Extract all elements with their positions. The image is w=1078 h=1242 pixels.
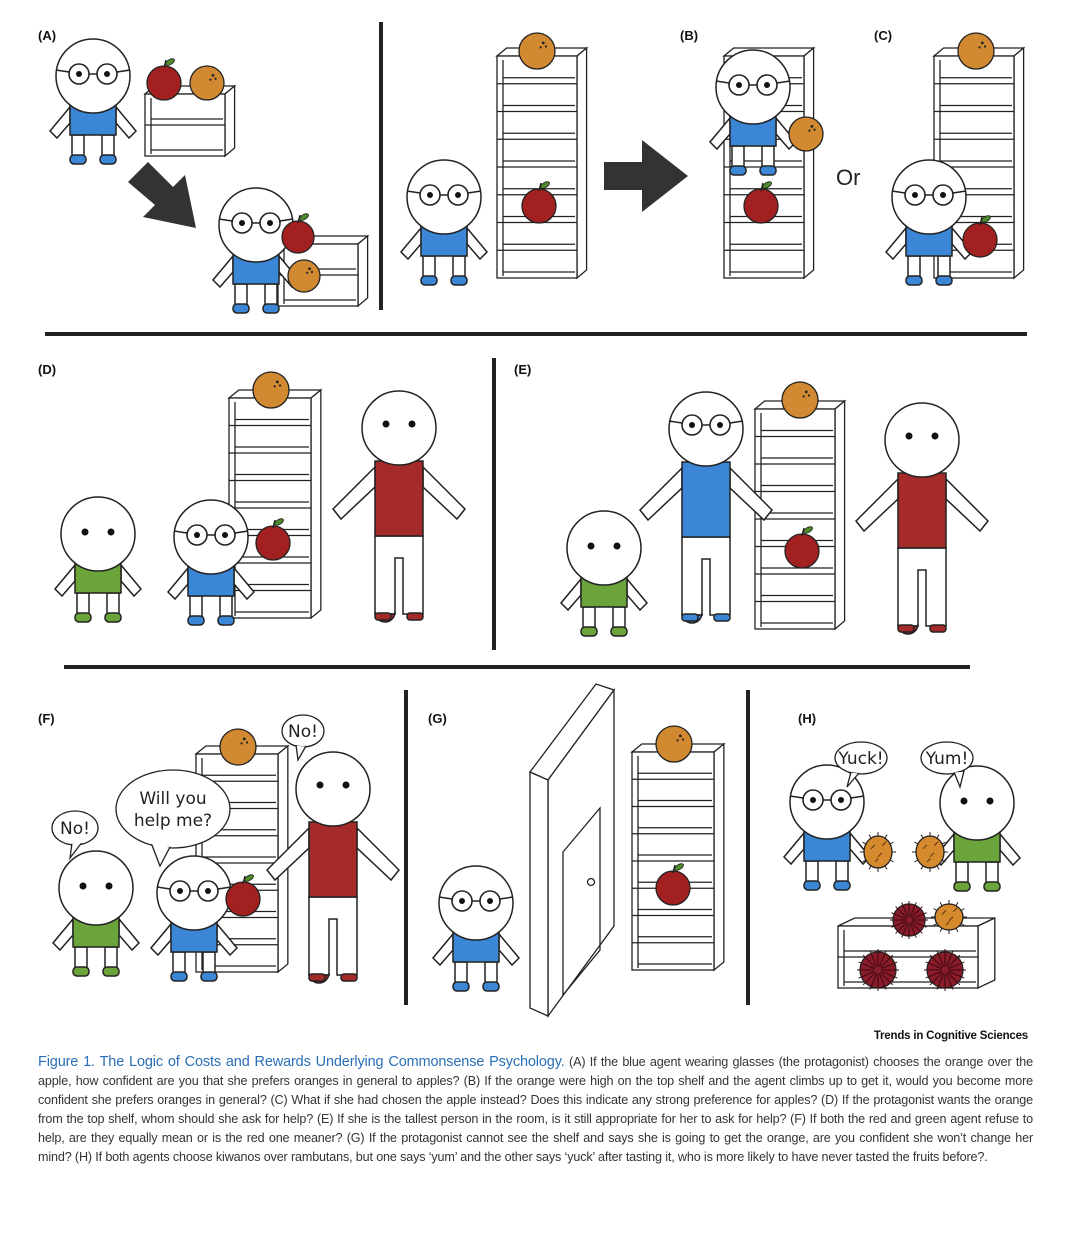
arrow-right-icon (604, 140, 688, 212)
speech-text: help me? (134, 811, 212, 831)
shelf-e (753, 399, 847, 631)
panel-dividers (45, 22, 1027, 1005)
glasses-icon (891, 184, 967, 206)
panel-label-h: (H) (798, 711, 816, 726)
agent-green-h (932, 765, 1022, 892)
figure-caption: Figure 1. The Logic of Costs and Rewards… (38, 1053, 1033, 1167)
orange-a1 (189, 65, 225, 101)
orange-b2 (788, 116, 824, 152)
apple-b2 (743, 181, 779, 224)
kiwano-shelf-h (931, 900, 967, 934)
glasses-icon (156, 880, 232, 902)
panel-label-b: (B) (680, 28, 698, 43)
panel-label-c: (C) (874, 28, 892, 43)
speech-text: Yuck! (837, 749, 883, 769)
agent-protagonist-b1 (399, 159, 489, 286)
panel-label-d: (D) (38, 362, 56, 377)
glasses-icon (438, 890, 514, 912)
glasses-icon (789, 789, 865, 811)
door (528, 683, 616, 1018)
orange-c (957, 32, 995, 70)
speech-text: No! (60, 819, 90, 839)
speech-bubble-protagonist-h: Yuck! (834, 741, 888, 788)
orange-e (781, 381, 819, 419)
glasses-icon (668, 414, 744, 436)
caption-title: Figure 1. The Logic of Costs and Rewards… (38, 1054, 565, 1070)
shelf-d (227, 388, 323, 620)
glasses-icon (55, 63, 131, 85)
panel-label-g: (G) (428, 711, 447, 726)
speech-bubble-green-f: No! (51, 810, 99, 861)
apple-c (962, 215, 998, 258)
arrow-down-right-icon (128, 162, 196, 228)
apple-e (784, 526, 820, 569)
agent-protagonist-g (431, 865, 521, 992)
agent-red-e (854, 402, 990, 635)
agent-green-f (51, 850, 141, 977)
speech-bubble-green-h: Yum! (920, 741, 974, 790)
orange-g (655, 725, 693, 763)
speech-text: No! (288, 722, 318, 742)
agent-protagonist-e (638, 391, 774, 624)
orange-d (252, 371, 290, 409)
shelf-g (630, 742, 726, 972)
agent-protagonist-c (884, 159, 974, 286)
rambutan-h2 (857, 949, 899, 991)
figure-illustration: (A) (B) (C) (D) (E) (F) (G) (H) Or No! Wi… (38, 22, 1027, 1018)
agent-protagonist-h (782, 764, 872, 891)
orange-b1 (518, 32, 556, 70)
kiwano-held-blue-h (860, 832, 896, 872)
agent-green-d (53, 496, 143, 623)
shelf-a1 (143, 84, 237, 158)
apple-f (225, 874, 261, 917)
panel-label-a: (A) (38, 28, 56, 43)
speech-bubble-red-f: No! (281, 714, 325, 762)
orange-f (219, 728, 257, 766)
glasses-icon (173, 524, 249, 546)
agent-red-f (265, 751, 401, 984)
agent-protagonist-b2 (708, 49, 798, 176)
panel-label-f: (F) (38, 711, 55, 726)
apple-a1 (146, 58, 182, 101)
agent-green-e (559, 510, 649, 637)
caption-body: (A) If the blue agent wearing glasses (t… (38, 1055, 1033, 1164)
kiwano-held-green-h (912, 832, 948, 872)
or-label: Or (836, 165, 860, 190)
orange-a2 (287, 259, 321, 293)
speech-text: Yum! (925, 749, 969, 769)
apple-d (255, 518, 291, 561)
speech-text: Will you (139, 789, 206, 809)
agent-protagonist-d (166, 499, 256, 626)
agent-protagonist-a1 (48, 38, 138, 165)
glasses-icon (406, 184, 482, 206)
apple-a2 (281, 213, 315, 254)
apple-b1 (521, 181, 557, 224)
shelf-b1 (495, 46, 589, 280)
glasses-icon (715, 74, 791, 96)
rambutan-h1 (890, 901, 928, 939)
apple-g (655, 863, 691, 906)
rambutan-h3 (924, 949, 966, 991)
glasses-icon (218, 212, 294, 234)
panel-label-e: (E) (514, 362, 531, 377)
agent-red-d (331, 390, 467, 623)
journal-name: Trends in Cognitive Sciences (873, 1030, 1028, 1042)
